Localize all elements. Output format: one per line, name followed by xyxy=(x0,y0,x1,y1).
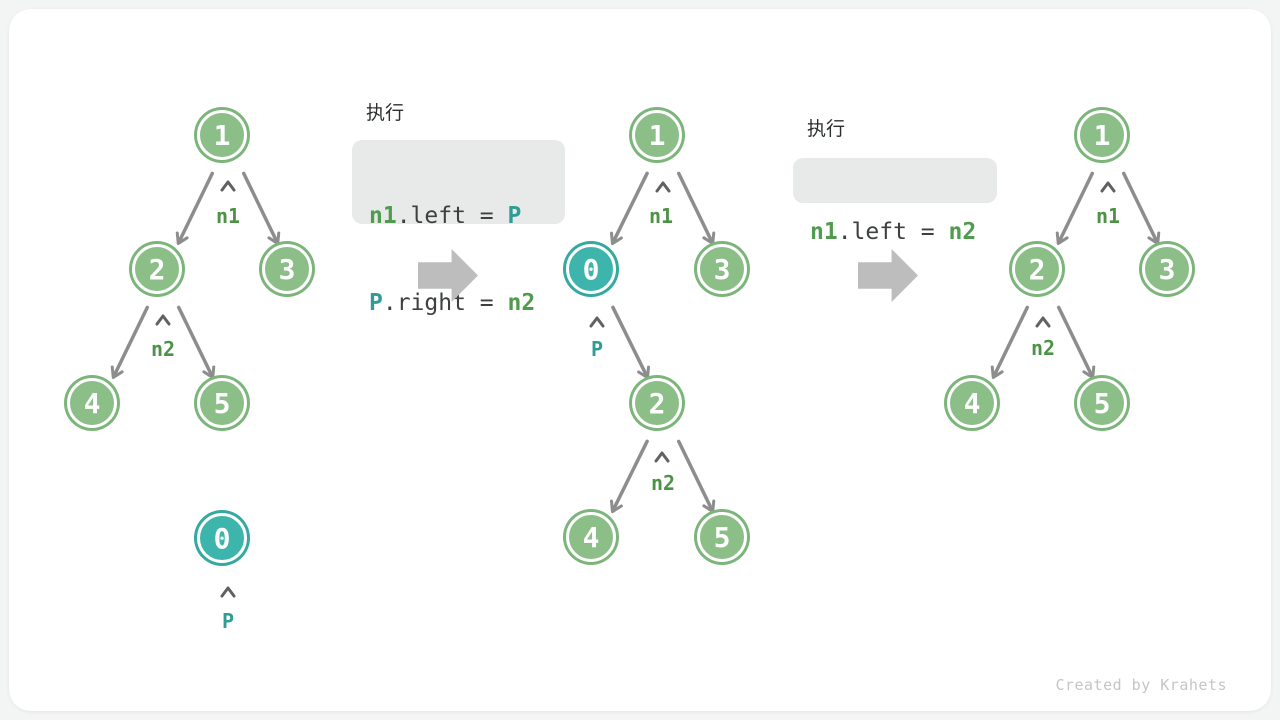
tree3-node-2: 2 xyxy=(1012,244,1062,294)
tree1-node-0-detached: 0 xyxy=(197,513,247,563)
code-token: n2 xyxy=(948,219,977,245)
tree3-node-1: 1 xyxy=(1077,110,1127,160)
code-heading-1: 执行 xyxy=(366,103,405,124)
watermark: Created by Krahets xyxy=(1055,676,1227,694)
tree2-node-5: 5 xyxy=(697,512,747,562)
code-heading-2: 执行 xyxy=(807,119,846,140)
code-token: n2 xyxy=(507,290,536,316)
pointer-label-n2: n2 xyxy=(650,471,676,495)
code-token: P xyxy=(369,290,383,316)
tree1-node-1: 1 xyxy=(197,110,247,160)
code-line: n1.left = n2 xyxy=(810,215,997,250)
tree1-node-4: 4 xyxy=(67,378,117,428)
code-token: P xyxy=(507,203,522,229)
tree3-node-4: 4 xyxy=(947,378,997,428)
tree3-node-5: 5 xyxy=(1077,378,1127,428)
code-line: P.right = n2 xyxy=(369,286,565,321)
diagram-card xyxy=(9,9,1271,711)
tree1-node-2: 2 xyxy=(132,244,182,294)
pointer-label-n1: n1 xyxy=(215,204,241,228)
tree3-node-3: 3 xyxy=(1142,244,1192,294)
code-token: n1 xyxy=(369,203,397,229)
code-block-2: n1.left = n2 xyxy=(793,158,997,245)
pointer-label-p: P xyxy=(221,609,235,633)
code-line: n1.left = P xyxy=(369,199,565,234)
code-block-1: n1.left = P P.right = n2 xyxy=(352,140,565,316)
pointer-label-n1: n1 xyxy=(1095,204,1121,228)
pointer-label-n2: n2 xyxy=(1030,336,1056,360)
pointer-label-n2: n2 xyxy=(150,337,176,361)
tree1-node-3: 3 xyxy=(262,244,312,294)
tree2-node-3: 3 xyxy=(697,244,747,294)
code-token: .left = xyxy=(837,219,949,245)
code-token: .right = xyxy=(382,290,508,316)
tree2-node-4: 4 xyxy=(566,512,616,562)
pointer-label-n1: n1 xyxy=(648,204,674,228)
pointer-label-p: P xyxy=(590,337,604,361)
code-token: .left = xyxy=(396,203,508,229)
tree1-node-5: 5 xyxy=(197,378,247,428)
tree2-node-0: 0 xyxy=(566,244,616,294)
tree2-node-2: 2 xyxy=(632,378,682,428)
tree2-node-1: 1 xyxy=(632,110,682,160)
code-token: n1 xyxy=(810,219,838,245)
